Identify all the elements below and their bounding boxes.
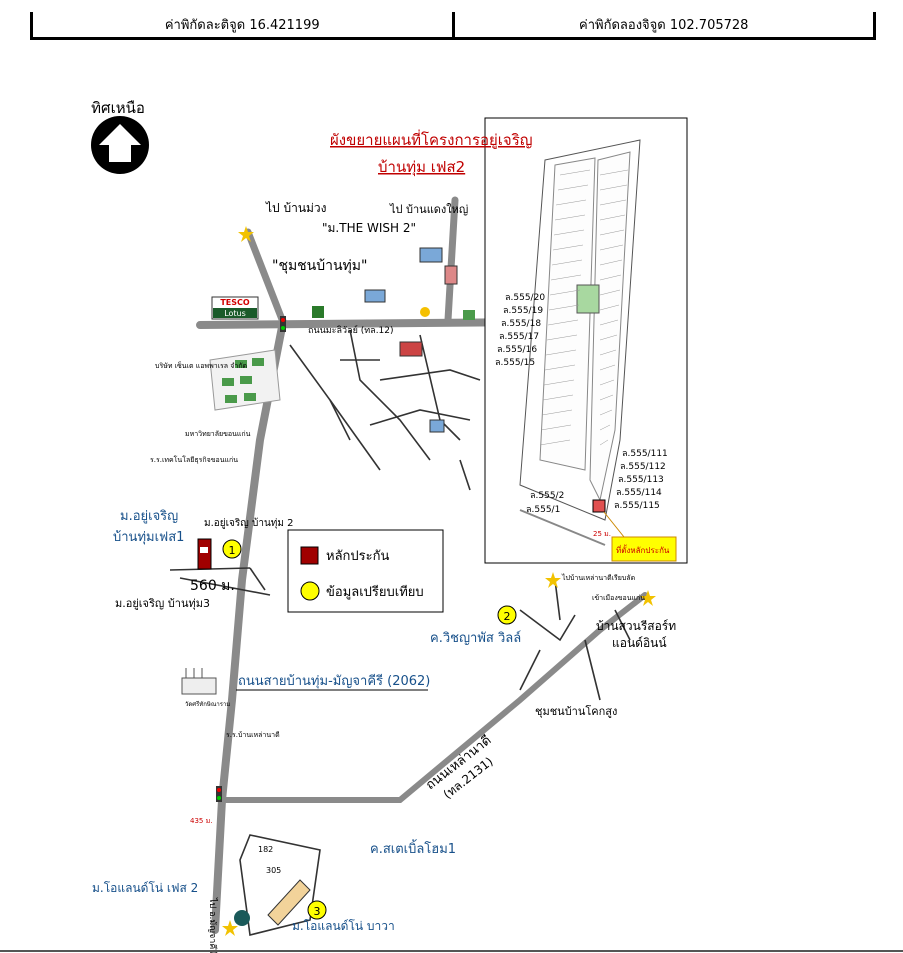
svg-text:ไป อ.มัญจาคีรี: ไป อ.มัญจาคีรี <box>207 897 218 953</box>
factory-cluster <box>209 349 281 411</box>
label-school: ร.ร.บ้านเหล่านาดี <box>226 731 280 739</box>
star-icon-4 <box>222 920 238 936</box>
legend: หลักประกัน ข้อมูลเปรียบเทียบ <box>287 529 444 613</box>
svg-text:ล.555/115: ล.555/115 <box>614 501 660 511</box>
svg-text:Lotus: Lotus <box>224 309 246 318</box>
svg-text:ล.555/114: ล.555/114 <box>616 488 662 498</box>
svg-text:25 ม.: 25 ม. <box>593 530 611 538</box>
legend-comparison: ข้อมูลเปรียบเทียบ <box>326 584 424 600</box>
svg-text:ล.555/1: ล.555/1 <box>526 505 560 515</box>
svg-text:TESCO: TESCO <box>220 298 250 307</box>
comparison-marker-3: 3 <box>307 900 327 920</box>
svg-text:ล.555/111: ล.555/111 <box>622 449 668 459</box>
svg-text:ล.555/20: ล.555/20 <box>505 293 545 303</box>
inset-title-line2: บ้านทุ่ม เฟส2 <box>378 158 465 177</box>
svg-text:ล.555/113: ล.555/113 <box>618 475 664 485</box>
legend-collateral: หลักประกัน <box>326 549 389 564</box>
label-yu-charoen-2: ม.อยู่เจริญ บ้านทุ่ม 2 <box>204 517 294 529</box>
label-road-mittraphap: ถนนมะลิวัลย์ (ทล.12) <box>308 324 394 336</box>
label-distance-435: 435 ม. <box>190 817 212 825</box>
inset-callout: ที่ตั้งหลักประกัน <box>616 544 670 555</box>
inset-map: ล.555/20 ล.555/19 ล.555/18 ล.555/17 ล.55… <box>484 117 688 564</box>
label-to-ban-daeng-yai: ไป บ้านแดงใหญ่ <box>389 203 468 216</box>
label-project-line1: ม.อยู่เจริญ <box>120 509 178 524</box>
latitude-cell: ค่าพิกัดละติจูด 16.421199 <box>164 18 320 33</box>
svg-text:2: 2 <box>504 610 511 623</box>
label-tech-college: ร.ร.เทคโนโลยีธุรกิจขอนแก่น <box>150 455 238 464</box>
collateral-swatch <box>300 546 319 565</box>
label-house-305: 305 <box>266 866 281 875</box>
north-label: ทิศเหนือ <box>91 99 145 117</box>
label-road-2062: ถนนสายบ้านทุ่ม-มัญจาคีรี (2062) <box>238 673 430 689</box>
svg-text:ล.555/19: ล.555/19 <box>503 306 543 316</box>
label-univ: มหาวิทยาลัยขอนแก่น <box>185 430 251 438</box>
factory-2 <box>181 668 217 695</box>
north-indicator: ทิศเหนือ <box>91 99 149 174</box>
svg-text:ล.555/2: ล.555/2 <box>530 491 564 501</box>
label-to-khon-kaen: เข้าเมืองขอนแก่น <box>592 594 645 602</box>
svg-text:ล.555/17: ล.555/17 <box>499 332 539 342</box>
comparison-marker-2: 2 <box>497 605 517 625</box>
label-house-182: 182 <box>258 845 273 854</box>
label-stable-home: ค.สเตเบิ้ลโฮม1 <box>370 839 456 857</box>
inset-title-line1: ผังขยายแผนที่โครงการอยู่เจริญ <box>330 129 533 149</box>
star-icon <box>238 226 254 242</box>
svg-text:ล.555/16: ล.555/16 <box>497 345 537 355</box>
traffic-light-icon <box>280 316 286 332</box>
label-wichayapat: ค.วิชญาพัส วิลล์ <box>430 630 521 646</box>
svg-text:ล.555/112: ล.555/112 <box>620 462 666 472</box>
star-icon-2 <box>545 572 561 588</box>
label-company: บริษัท เซ็นเต แอพพาเรล จำกัด <box>155 361 247 370</box>
traffic-light-icon-2 <box>216 786 222 802</box>
comparison-marker-1: 1 <box>222 539 242 559</box>
label-distance-560: 560 ม. <box>190 578 235 594</box>
minor-roads <box>169 329 631 936</box>
label-project-line2: บ้านทุ่มเฟส1 <box>113 530 184 545</box>
comparison-swatch <box>300 581 320 601</box>
star-icon-3 <box>640 590 656 606</box>
coordinates-bar: ค่าพิกัดละติจูด 16.421199 ค่าพิกัดลองจิจ… <box>30 12 876 40</box>
label-ban-suan-1: บ้านสวนรีสอร์ท <box>596 619 676 633</box>
label-the-wish: "ม.THE WISH 2" <box>322 221 416 235</box>
label-ban-suan-2: แอนด์อินน์ <box>612 636 667 650</box>
tesco-lotus-logo: TESCO Lotus <box>211 296 259 320</box>
label-wat: วัดศรีทักษิณาราม <box>185 700 230 708</box>
label-yu-charoen-3: ม.อยู่เจริญ บ้านทุ่ม3 <box>115 597 210 610</box>
bottom-rule <box>0 950 903 952</box>
label-orland-phase2: ม.โอแลนด์โน่ เฟส 2 <box>92 881 198 895</box>
community-buildings <box>312 247 475 433</box>
main-roads <box>196 196 648 934</box>
label-community-ban-thum: "ชุมชนบ้านทุ่ม" <box>272 258 367 274</box>
label-orland-bawa: ม.โอแลนด์โน่ บาวา <box>292 919 395 933</box>
orland-project <box>234 879 311 926</box>
collateral-marker <box>197 538 212 570</box>
svg-text:ล.555/15: ล.555/15 <box>495 358 535 368</box>
svg-text:3: 3 <box>314 905 321 918</box>
label-to-lao-na-di: ไปบ้านเหล่านาดีเรียบลัด <box>561 573 635 582</box>
label-khok-sung: ชุมชนบ้านโคกสูง <box>535 704 617 718</box>
svg-text:1: 1 <box>229 544 236 557</box>
svg-text:ล.555/18: ล.555/18 <box>501 319 541 329</box>
to-manjakiri-label: ไป อ.มัญจาคีรี <box>207 897 218 953</box>
longitude-cell: ค่าพิกัดลองจิจูด 102.705728 <box>451 12 874 37</box>
label-to-ban-muang: ไป บ้านม่วง <box>265 201 327 215</box>
